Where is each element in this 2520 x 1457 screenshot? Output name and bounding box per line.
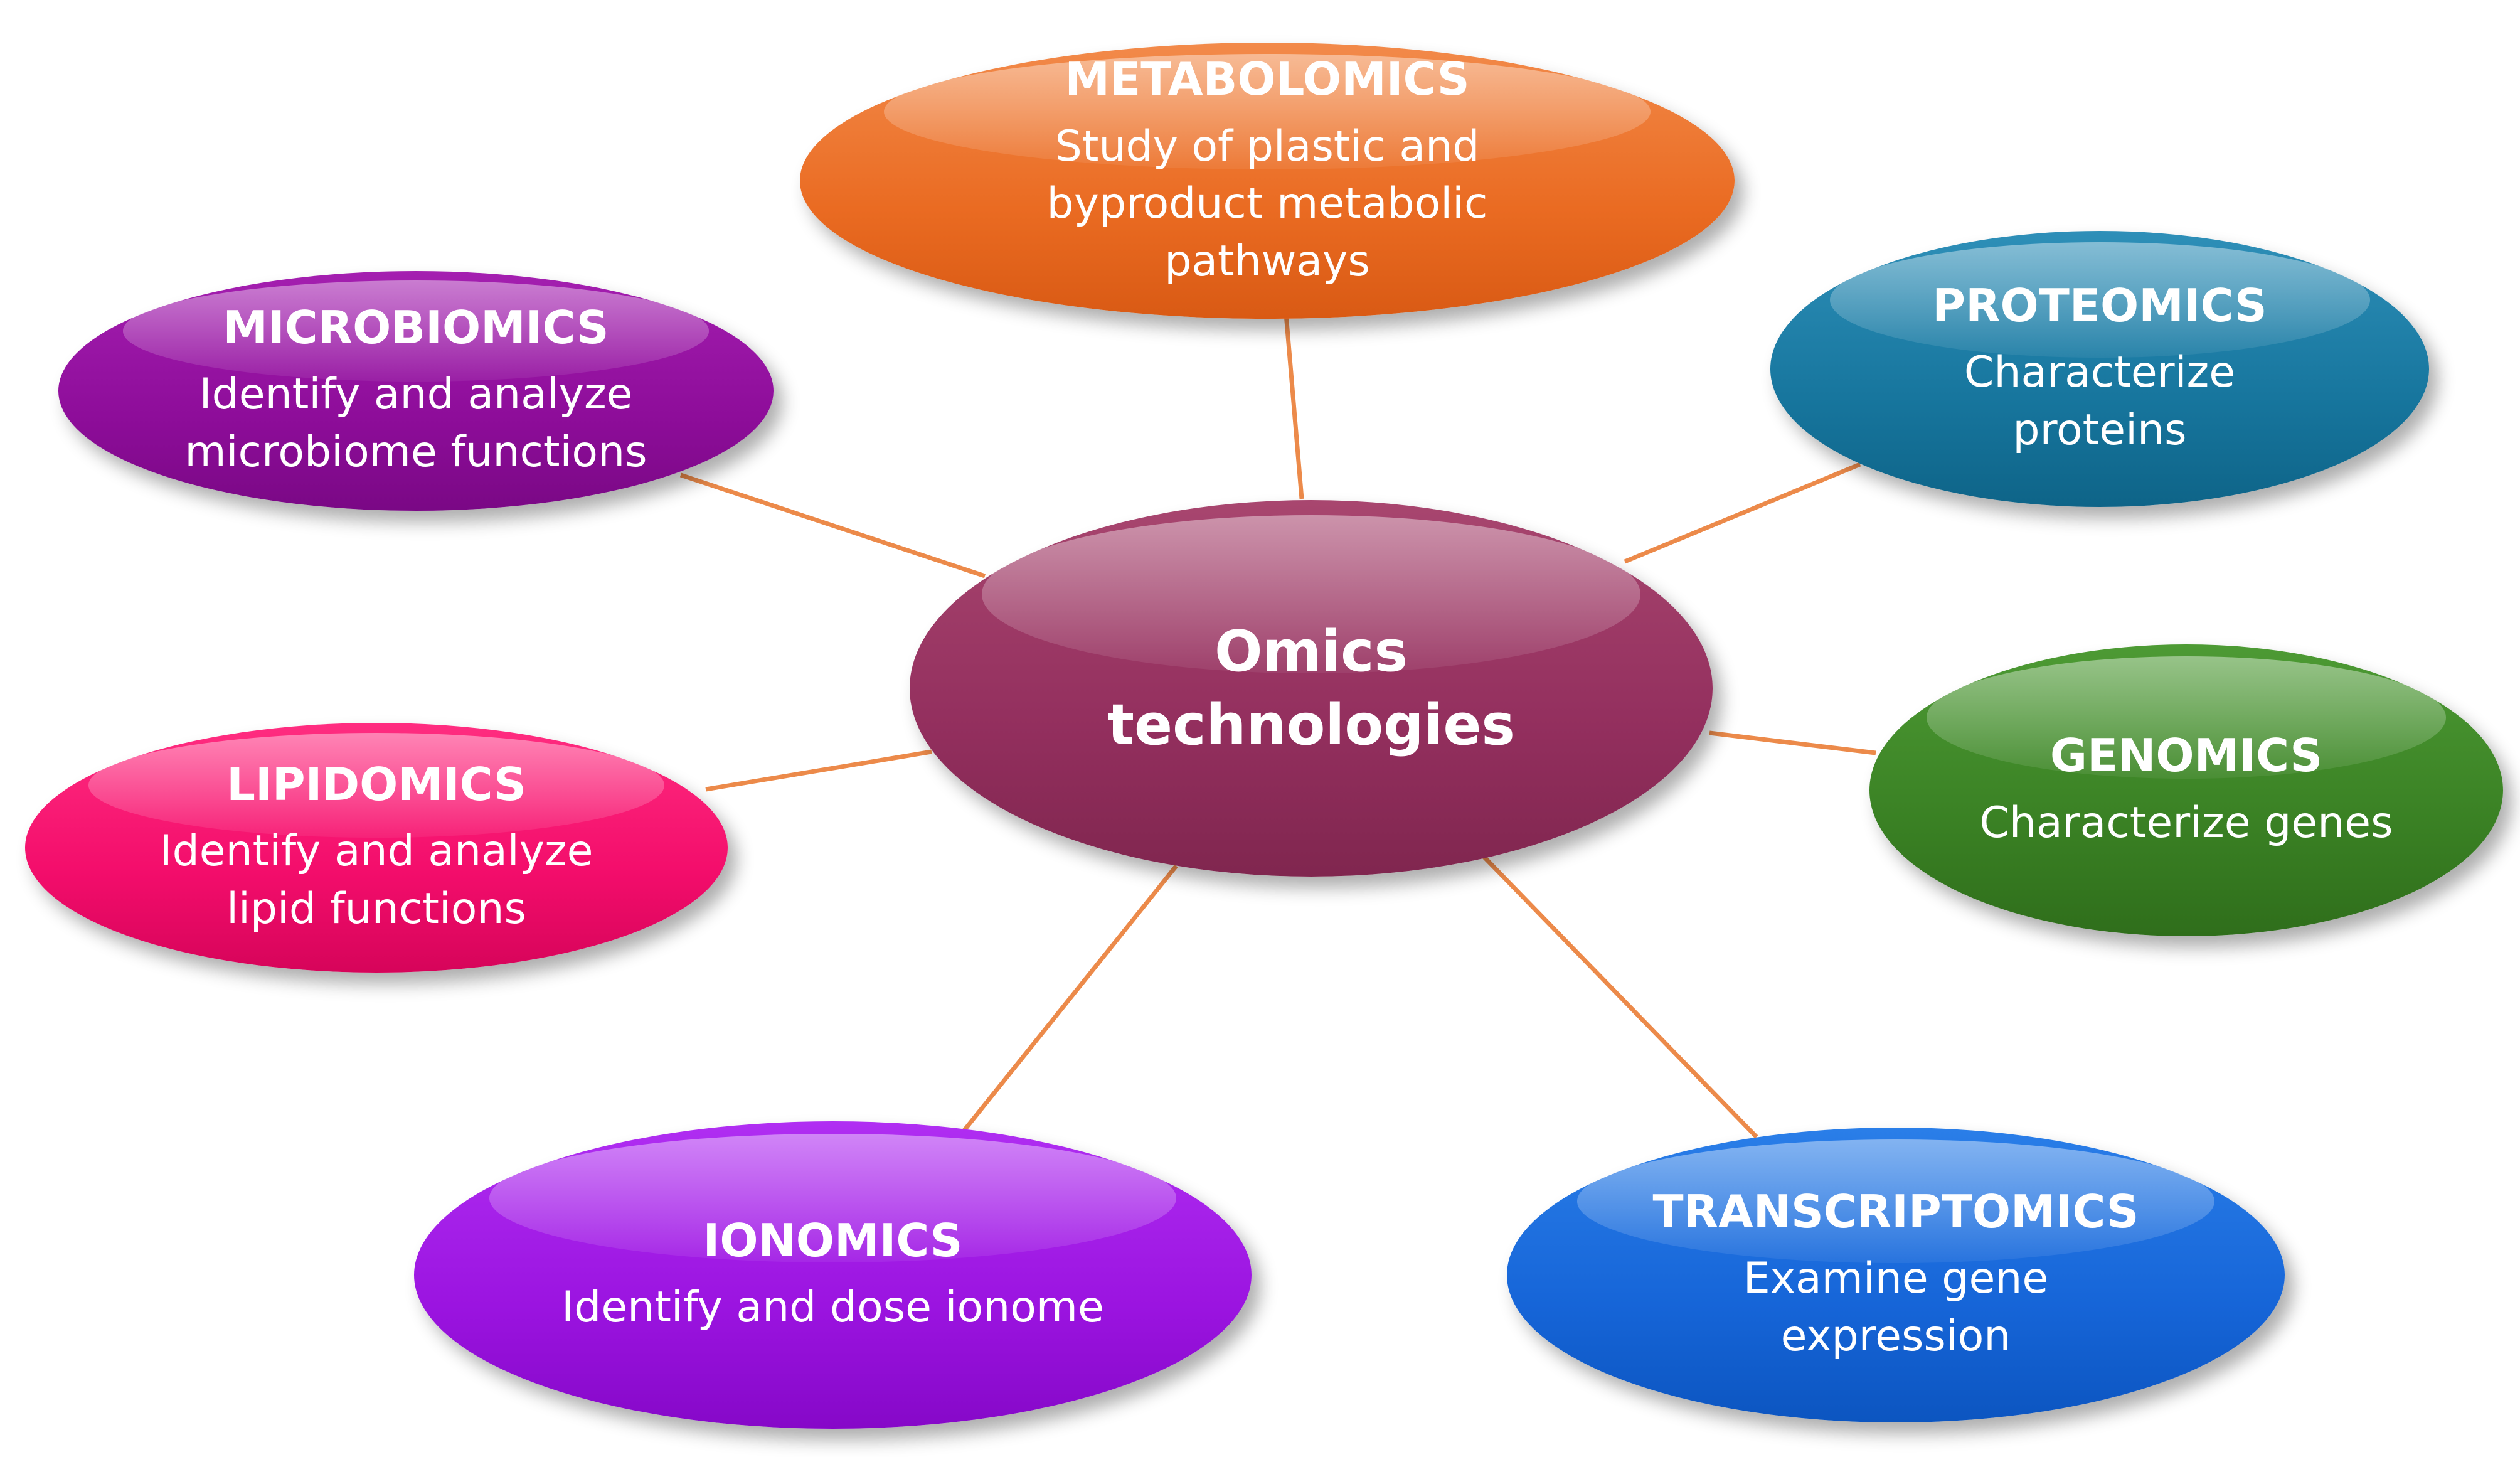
node-lipidomics: LIPIDOMICS Identify and analyze lipid fu… [25,723,728,973]
connector-ionomics [945,864,1178,1153]
node-metabolomics: METABOLOMICS Study of plastic and byprod… [800,43,1735,319]
metabolomics-title: METABOLOMICS [1065,53,1470,106]
connector-metabolomics [1284,313,1304,499]
node-microbiomics: MICROBIOMICS Identify and analyze microb… [58,271,774,511]
center-title: Omics technologies [1107,619,1515,758]
connector-transcriptomics [1482,855,1758,1139]
connector-genomics [1709,730,1876,755]
connector-microbiomics [679,472,986,579]
genomics-description: Characterize genes [1979,798,2393,848]
ionomics-title: IONOMICS [703,1214,963,1267]
node-ionomics: IONOMICS Identify and dose ionome [414,1121,1252,1429]
node-genomics: GENOMICS Characterize genes [1869,644,2503,936]
lipidomics-title: LIPIDOMICS [226,758,526,811]
microbiomics-description: Identify and analyze microbiome function… [184,370,647,478]
transcriptomics-title: TRANSCRIPTOMICS [1652,1185,2139,1238]
microbiomics-title: MICROBIOMICS [223,301,609,354]
proteomics-title: PROTEOMICS [1932,279,2267,332]
ionomics-description: Identify and dose ionome [561,1283,1104,1333]
transcriptomics-description: Examine gene expression [1743,1254,2049,1362]
genomics-title: GENOMICS [2049,729,2323,782]
proteomics-description: Characterize proteins [1964,348,2236,456]
lipidomics-description: Identify and analyze lipid functions [159,826,593,934]
node-proteomics: PROTEOMICS Characterize proteins [1770,231,2429,507]
metabolomics-description: Study of plastic and byproduct metabolic… [1046,121,1488,287]
connector-proteomics [1624,462,1861,564]
connector-lipidomics [705,749,932,792]
node-center: Omics technologies [910,500,1713,877]
node-transcriptomics: TRANSCRIPTOMICS Examine gene expression [1507,1128,2285,1422]
